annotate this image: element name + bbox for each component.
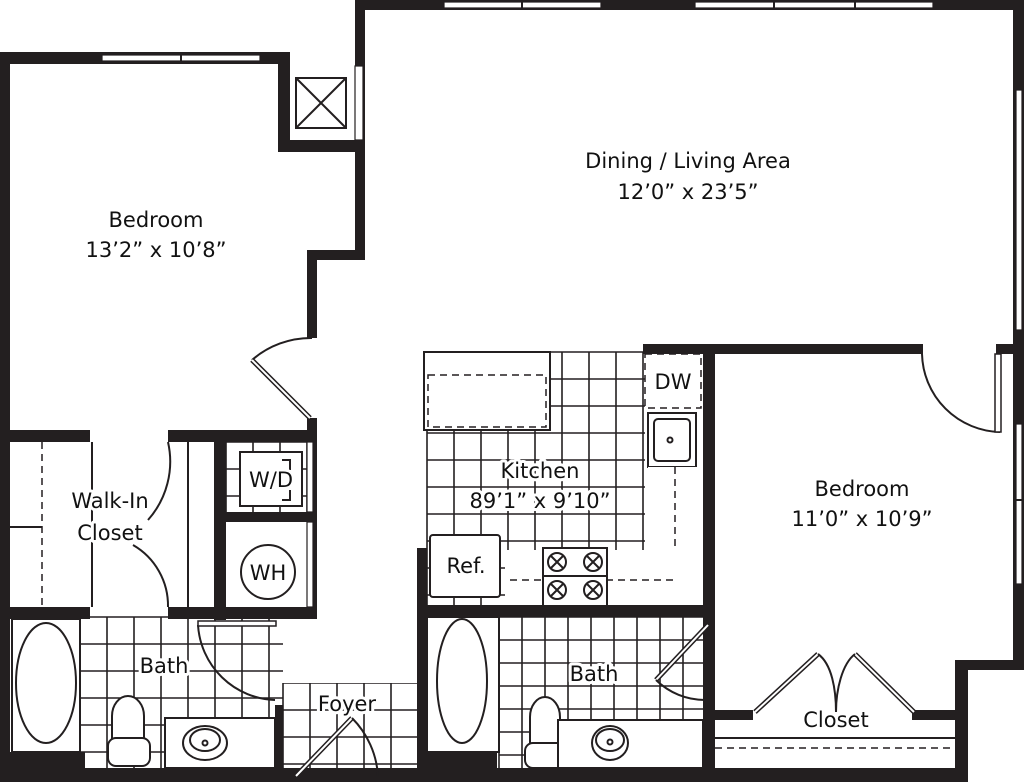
foyer-label: Foyer — [318, 692, 377, 716]
entry-door[interactable] — [294, 716, 379, 778]
bedroom1-dimensions: 13’2” x 10’8” — [85, 238, 226, 262]
bath1-door[interactable] — [197, 620, 277, 701]
burner — [547, 580, 567, 600]
refrigerator-label: Ref. — [446, 554, 485, 578]
window-shaft — [354, 65, 364, 141]
dishwasher-label: DW — [655, 370, 692, 394]
kitchen-label: Kitchen — [501, 459, 580, 483]
window-bedroom2 — [1015, 423, 1023, 585]
water-heater — [240, 544, 296, 600]
water-heater-label: WH — [250, 561, 287, 585]
bath1-label: Bath — [140, 654, 189, 678]
bedroom2-label: Bedroom — [815, 477, 910, 501]
room-labels: Bedroom 13’2” x 10’8” Dining / Living Ar… — [68, 149, 932, 735]
burner — [583, 580, 603, 600]
bath2-door[interactable] — [654, 623, 710, 701]
bedroom2-door[interactable] — [921, 353, 1002, 433]
bath1-fixtures — [11, 618, 276, 769]
closet-swing-door[interactable] — [10, 441, 189, 608]
vanity-2 — [557, 719, 704, 769]
dishwasher — [645, 354, 703, 410]
hall-floor — [283, 617, 417, 683]
kitchen-sink — [647, 412, 697, 468]
burner — [547, 552, 567, 572]
burner — [583, 552, 603, 572]
kitchen-dimensions: 89’1” x 9’10” — [469, 489, 610, 513]
window-living-east — [1015, 89, 1023, 331]
closet-label: Closet — [803, 708, 868, 732]
bath2-fixtures — [426, 616, 704, 769]
bedroom1-label: Bedroom — [109, 208, 204, 232]
kitchen-fixtures — [423, 351, 703, 607]
living-dimensions: 12’0” x 23’5” — [617, 180, 758, 204]
windows — [101, 1, 1023, 585]
toilet-1 — [111, 695, 145, 741]
window-living-2 — [694, 1, 934, 9]
walkin-closet-label-2: Closet — [77, 521, 142, 545]
doors[interactable] — [10, 336, 1002, 778]
walkin-closet-label-1: Walk-In — [71, 489, 148, 513]
living-label: Dining / Living Area — [585, 149, 791, 173]
bedroom1-door[interactable] — [250, 336, 313, 420]
toilet-2 — [529, 696, 561, 746]
bedroom2-dimensions: 11’0” x 10’9” — [791, 507, 932, 531]
washer-dryer-label: W/D — [249, 468, 293, 492]
laundry-fixtures — [226, 441, 314, 608]
kitchen-island — [423, 351, 551, 431]
washer-dryer — [239, 451, 303, 507]
mechanical-shaft — [295, 77, 347, 129]
closet-bifold-doors[interactable] — [753, 652, 916, 714]
bathtub-1 — [11, 618, 81, 753]
bath2-label: Bath — [570, 662, 619, 686]
refrigerator — [429, 534, 501, 598]
